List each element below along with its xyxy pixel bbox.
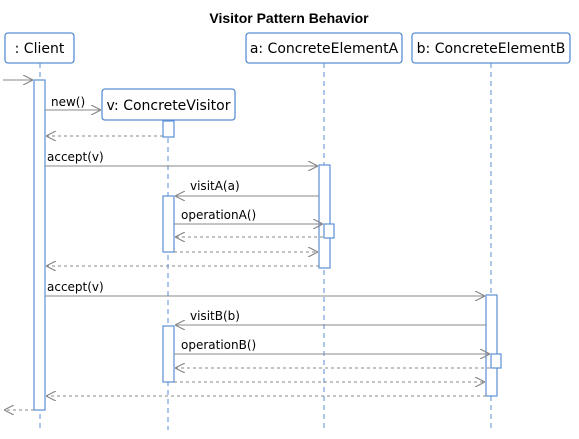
element-a-activation-operation <box>323 223 335 239</box>
visitor-label: v: ConcreteVisitor <box>107 98 231 114</box>
visitor-box <box>101 88 236 121</box>
visitor-activation-create <box>162 120 175 138</box>
diagram-title: Visitor Pattern Behavior <box>209 10 369 26</box>
element-b-box <box>411 32 571 64</box>
element-a-label: a: ConcreteElementA <box>250 41 399 57</box>
client-label: : Client <box>15 41 65 57</box>
visit-b-label: visitB(b) <box>190 309 240 323</box>
accept-b-label: accept(v) <box>47 280 104 294</box>
client-box <box>4 32 75 64</box>
participant-visitor: v: ConcreteVisitor <box>101 88 236 121</box>
element-a-activation <box>318 164 331 269</box>
participant-element-a: a: ConcreteElementA <box>245 32 403 64</box>
client-activation <box>33 79 46 411</box>
element-b-label: b: ConcreteElementB <box>417 41 566 57</box>
visitor-activation-visit-a <box>162 195 175 253</box>
operation-a-label: operationA() <box>181 208 256 222</box>
participant-client: : Client <box>4 32 75 64</box>
accept-a-label: accept(v) <box>47 150 104 164</box>
element-b-activation-operation <box>490 353 502 369</box>
operation-b-label: operationB() <box>181 338 256 352</box>
visitor-activation-visit-b <box>162 325 175 383</box>
visit-a-label: visitA(a) <box>190 179 240 193</box>
new-message-label: new() <box>51 95 85 109</box>
element-b-activation <box>485 294 498 397</box>
element-a-box <box>245 32 403 64</box>
participant-element-b: b: ConcreteElementB <box>411 32 571 64</box>
